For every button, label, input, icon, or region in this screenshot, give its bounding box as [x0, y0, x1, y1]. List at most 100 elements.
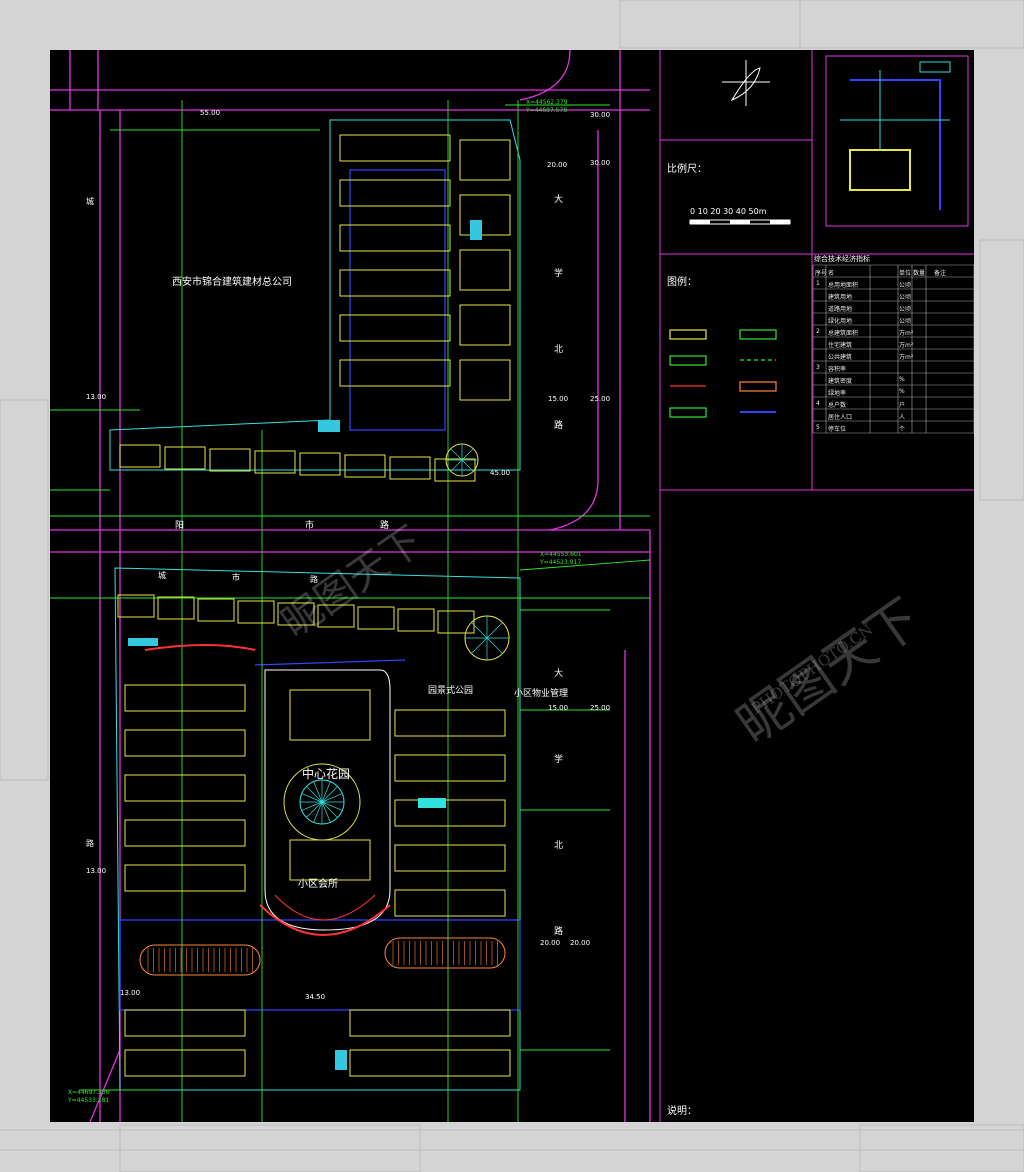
fountain-ray [321, 793, 343, 803]
table-cell: 总用地面积 [828, 282, 859, 289]
building-block [349, 1049, 511, 1077]
dimension-label: 15.00 [548, 704, 569, 712]
dimension-label: 30.00 [590, 159, 611, 167]
table-cell: 4 [816, 400, 820, 407]
building-block [237, 600, 275, 624]
table-cell: 万m² [899, 330, 914, 337]
fountain-ray [321, 786, 338, 803]
road-east-char: 学 [554, 755, 564, 765]
table-cell: 停车位 [828, 426, 847, 433]
cad-drawing-sheet: 西安市锦合建筑建材总公司 中心花园 小区会所 园景式公园 小区物业管理 城 路 … [50, 50, 974, 1122]
legend-title: 图例： [667, 277, 697, 288]
table-cell: 绿地率 [828, 390, 847, 397]
building-block [124, 729, 246, 757]
dimension-label: 30.00 [590, 111, 611, 119]
dimension-label: 20.00 [547, 161, 568, 169]
table-cell: % [899, 376, 905, 383]
table-cell: 公顷 [899, 306, 912, 313]
building-block [339, 134, 451, 162]
fountain-ray [321, 781, 331, 803]
building-block [344, 454, 386, 478]
dimension-label: 45.00 [490, 469, 511, 477]
scale-bar [689, 219, 791, 225]
building-block [124, 1049, 246, 1077]
coordinate-label: X=44553.601 [540, 551, 582, 558]
dimension-label: 20.00 [540, 939, 561, 947]
table-cell: 1 [816, 280, 820, 287]
building-block [157, 596, 195, 620]
site-plan [50, 50, 974, 1122]
road-label: 路 [86, 839, 94, 848]
table-header: 序号 [815, 270, 828, 277]
scale-label: 比例尺： [667, 164, 707, 175]
table-cell: 总建筑面积 [828, 330, 859, 337]
fountain-ray [321, 801, 343, 811]
coordinate-label: Y=44523.917 [540, 559, 582, 566]
coordinate-label: Y=44533.281 [68, 1097, 110, 1104]
plaza-ray [461, 459, 474, 472]
garden-plaza-label: 园景式公园 [428, 686, 474, 696]
table-header: 备注 [934, 270, 947, 277]
table-cell: 公共建筑 [828, 354, 853, 361]
building-block [394, 889, 506, 917]
road-east-char: 大 [554, 669, 564, 679]
table-cell: 万m² [899, 354, 914, 361]
fountain-ray [306, 786, 323, 803]
clubhouse-label: 小区会所 [298, 879, 338, 890]
building-block [459, 139, 511, 181]
property-office-label: 小区物业管理 [514, 689, 569, 699]
table-cell: 公顷 [899, 294, 912, 301]
fountain-ray [306, 801, 323, 818]
dimension-label: 55.00 [200, 109, 221, 117]
north-arrow-icon [722, 60, 770, 106]
building-block [119, 444, 161, 468]
table-cell: 公顷 [899, 318, 912, 325]
table-cell: 容积率 [828, 366, 847, 373]
dimension-label: 13.00 [86, 393, 107, 401]
building-block [394, 709, 506, 737]
road-middle-char: 阳 [175, 521, 185, 531]
plaza-ray [486, 622, 503, 639]
plaza-ray [450, 459, 463, 472]
plaza-ray [471, 622, 488, 639]
building-block [459, 359, 511, 401]
table-cell: 2 [816, 328, 820, 335]
table-cell: 建筑密度 [828, 378, 853, 385]
table-cell: 居住人口 [828, 414, 853, 421]
dimension-label: 25.00 [590, 704, 611, 712]
table-header: 单位 [899, 270, 912, 277]
building-block [124, 774, 246, 802]
road-east-char: 路 [554, 421, 564, 431]
road-middle-char: 市 [305, 521, 315, 531]
building-block [209, 448, 251, 472]
road-row-char: 城 [158, 571, 166, 580]
building-block [124, 819, 246, 847]
road-row-char: 路 [310, 575, 318, 584]
building-block [197, 598, 235, 622]
plaza-ray [471, 637, 488, 654]
building-block [339, 224, 451, 252]
table-cell: 人 [899, 414, 906, 421]
road-east-char: 大 [554, 195, 564, 205]
table-cell: 公顷 [899, 282, 912, 289]
dimension-label: 13.00 [86, 867, 107, 875]
building-block [299, 452, 341, 476]
table-cell: 户 [899, 402, 906, 409]
building-block [254, 450, 296, 474]
scale-ticks: 0 10 20 30 40 50m [690, 207, 767, 216]
company-label: 西安市锦合建筑建材总公司 [172, 277, 292, 288]
table-cell: % [899, 388, 905, 395]
fountain-ray [313, 781, 323, 803]
road-middle-char: 路 [380, 521, 390, 531]
plaza-ray [486, 637, 503, 654]
table-cell: 万m² [899, 342, 914, 349]
fountain-ray [301, 793, 323, 803]
coordinate-label: X=44562.379 [526, 99, 568, 106]
fountain-ray [313, 801, 323, 823]
building-block [459, 304, 511, 346]
table-cell: 总户数 [828, 402, 847, 409]
plaza-ray [450, 448, 463, 461]
table-cell: 道路用地 [828, 306, 853, 313]
table-cell: 5 [816, 424, 820, 431]
building-block [437, 610, 475, 634]
